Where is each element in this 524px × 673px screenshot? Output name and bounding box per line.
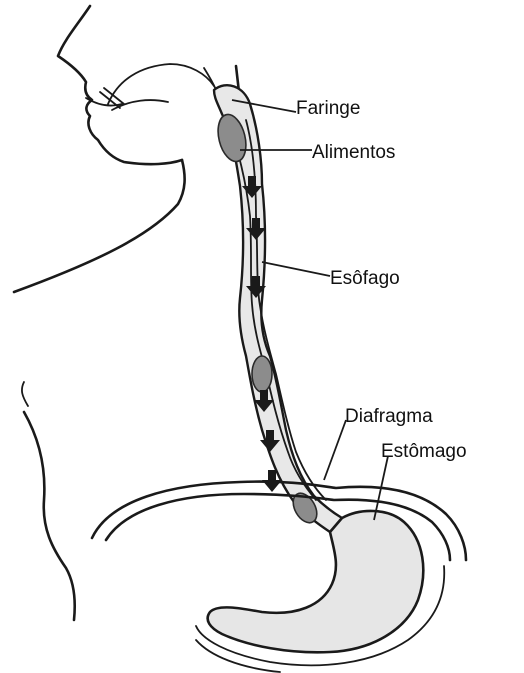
food-bolus-esophagus — [252, 356, 272, 392]
jaw-line — [14, 160, 185, 292]
label-alimentos: Alimentos — [312, 142, 395, 163]
leader-esofago — [262, 262, 330, 276]
label-esofago: Esôfago — [330, 268, 400, 289]
label-diafragma: Diafragma — [345, 406, 433, 427]
leader-diafragma — [324, 420, 346, 480]
label-estomago: Estômago — [381, 441, 467, 462]
body-outline — [24, 412, 75, 620]
stomach — [208, 511, 424, 652]
label-faringe: Faringe — [296, 98, 360, 119]
shoulder-line — [22, 382, 28, 406]
nasal-passage — [108, 64, 214, 104]
